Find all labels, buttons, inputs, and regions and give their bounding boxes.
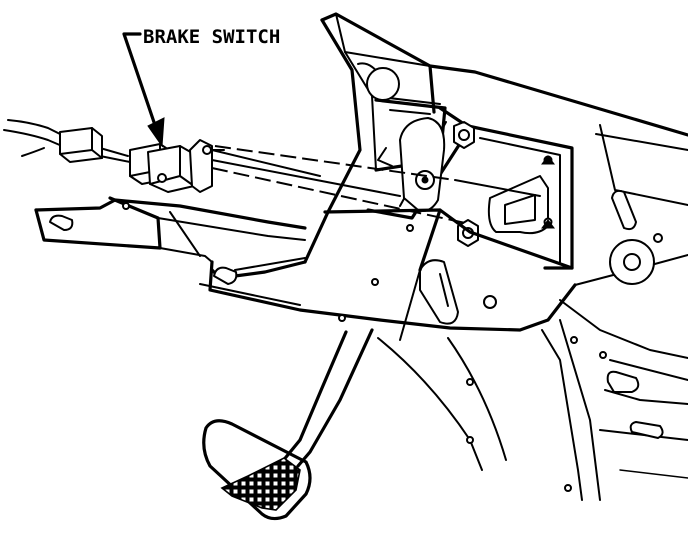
side-brace — [34, 196, 307, 263]
nut-upper — [453, 121, 475, 149]
pedal-arm-assembly — [199, 208, 601, 501]
callout-leader — [122, 32, 165, 148]
wire-harness — [3, 119, 131, 163]
harness-connector — [59, 127, 103, 163]
brake-pedal-pad — [202, 419, 312, 521]
pedal-pad-tread — [220, 457, 301, 511]
brake-switch — [129, 139, 225, 193]
brake-switch-label: BRAKE SWITCH — [143, 26, 280, 48]
pedal-support-frame — [303, 18, 574, 270]
plunger-alignment — [211, 145, 541, 225]
firewall-panel — [320, 12, 688, 479]
